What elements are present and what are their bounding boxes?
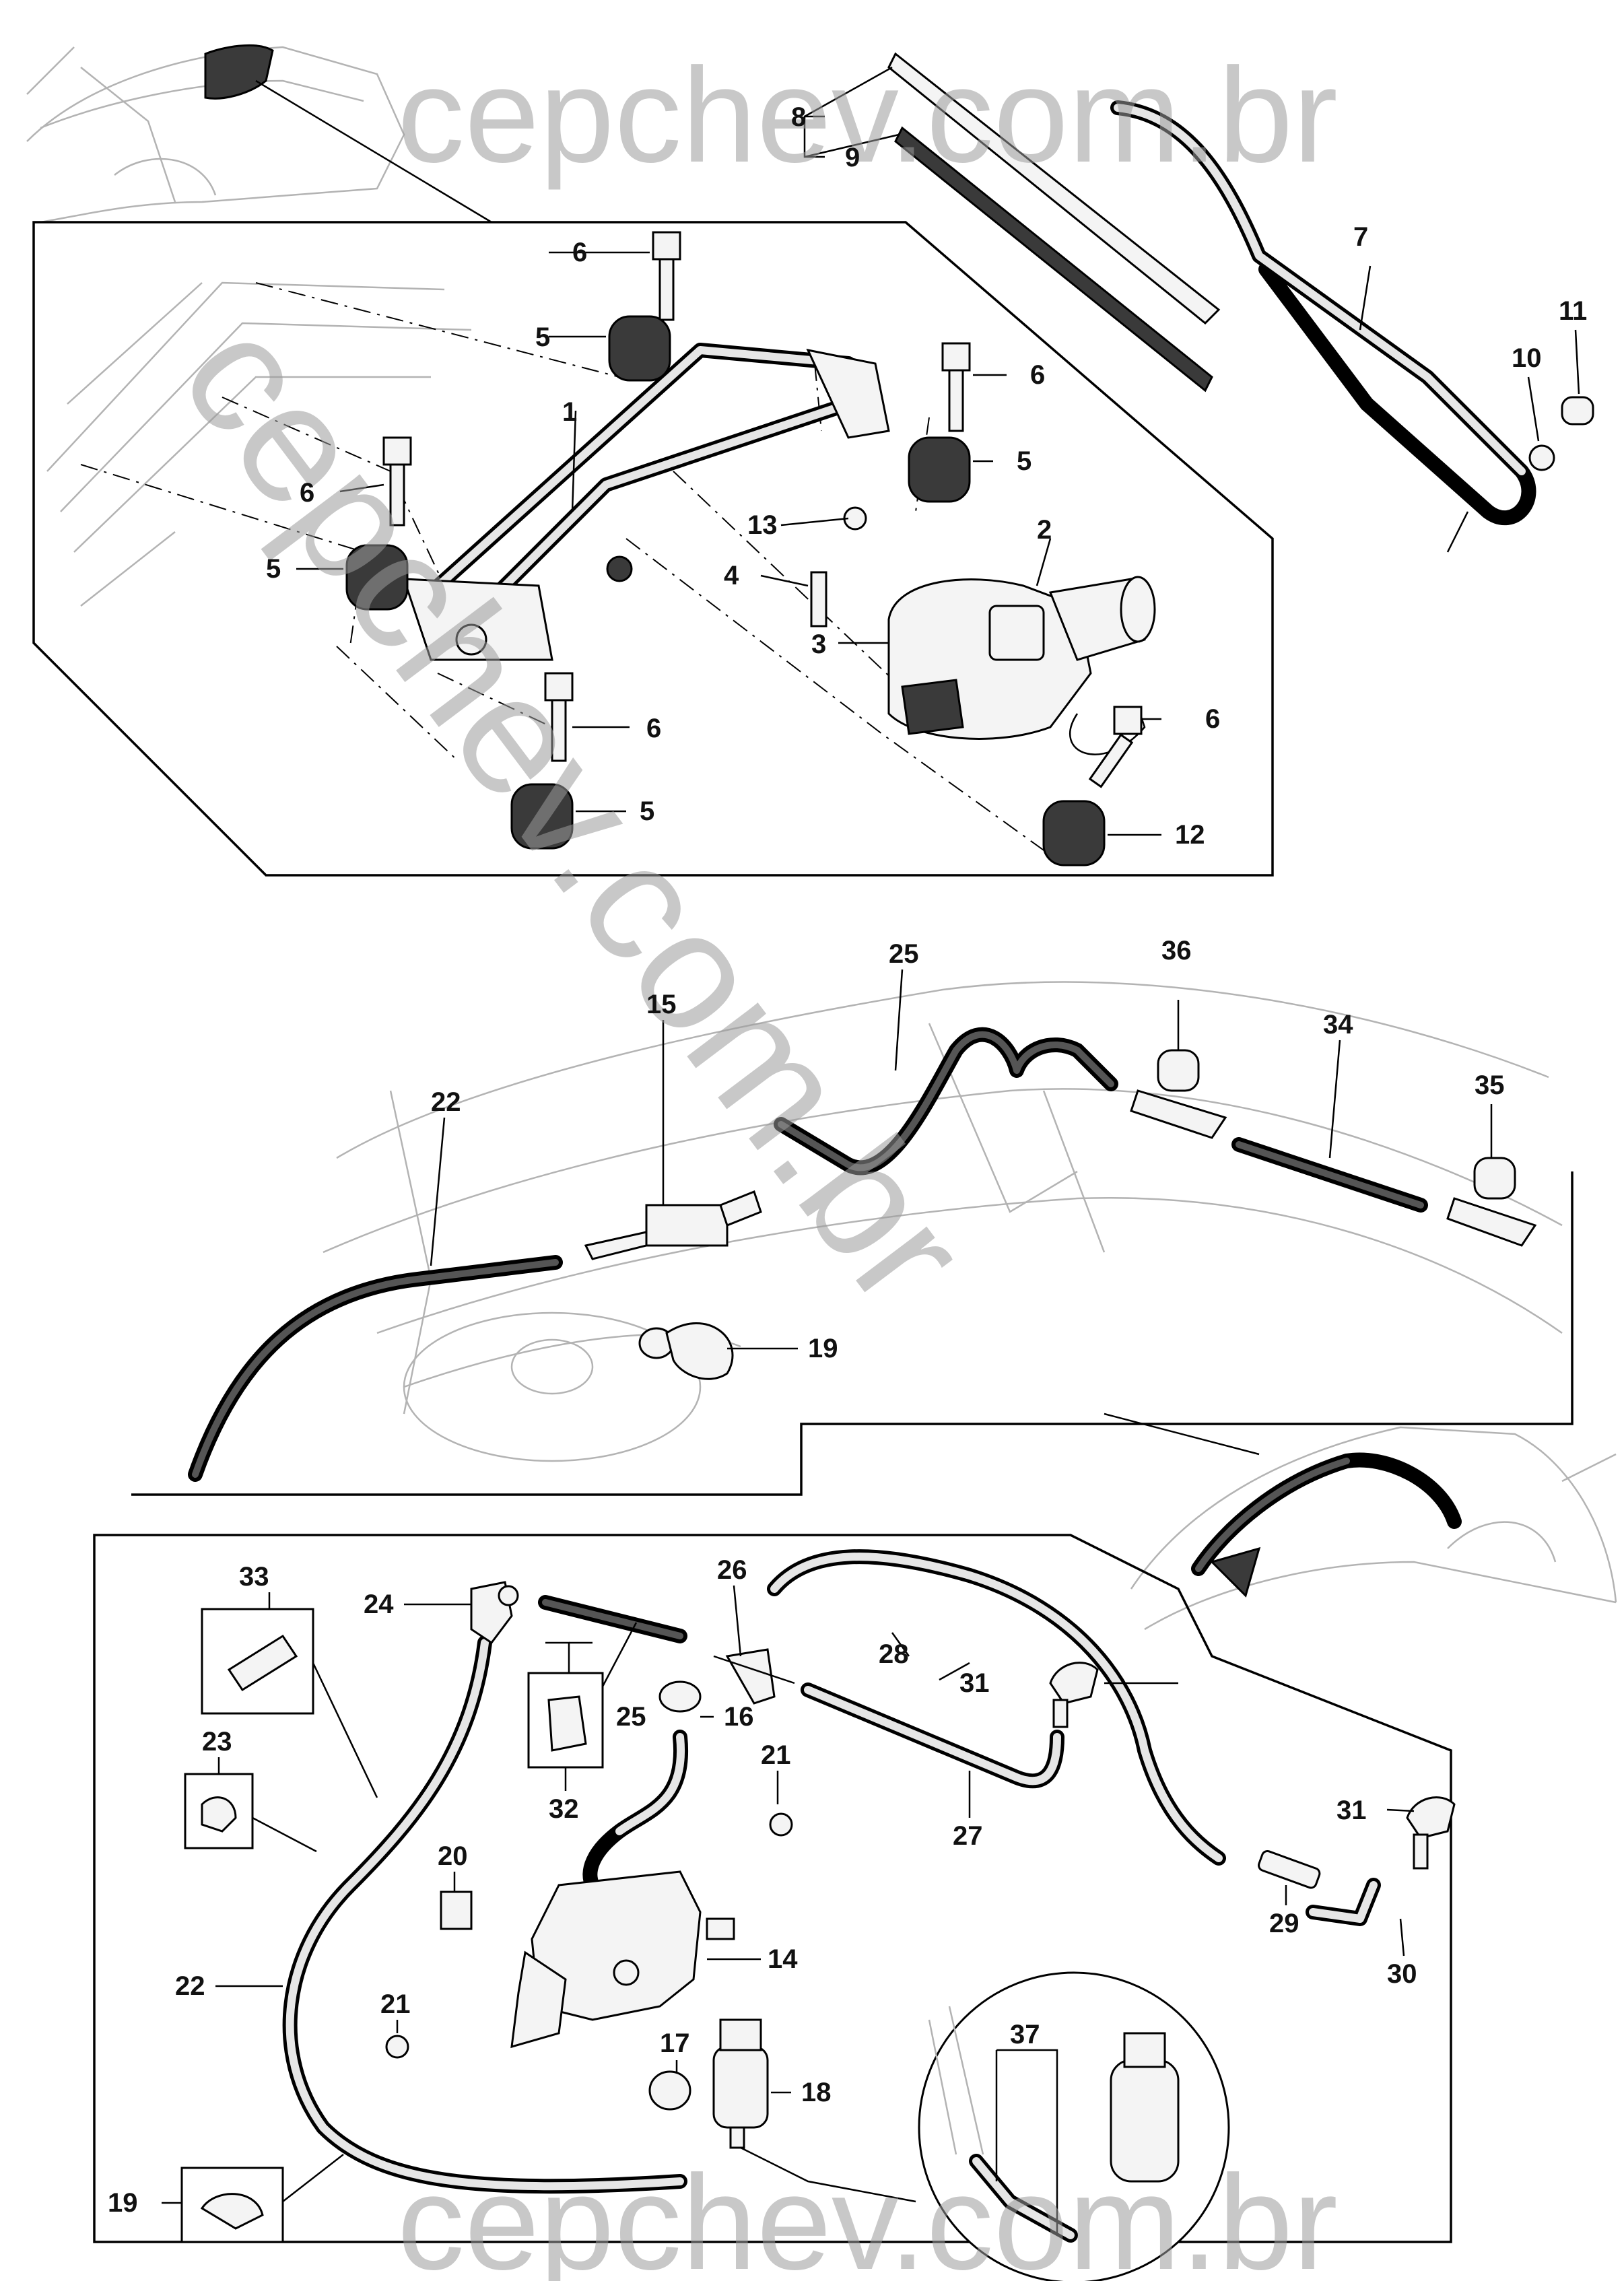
bolts [382, 231, 1143, 788]
callout-36: 36 [1161, 936, 1192, 965]
callout-22a: 22 [431, 1087, 461, 1117]
callout-35: 35 [1475, 1070, 1505, 1100]
callout-28: 28 [879, 1639, 909, 1669]
part-box-23 [184, 1773, 254, 1849]
rear-washer-section [131, 969, 1574, 1496]
nut-clip [440, 1891, 473, 1930]
callout-4: 4 [724, 561, 739, 590]
washer-nozzles [1049, 1662, 1456, 1870]
callout-25b: 25 [616, 1702, 646, 1732]
cowl-highlight [204, 44, 274, 100]
callout-29: 29 [1269, 1909, 1299, 1938]
grommets [345, 315, 1106, 866]
watermark-top: cepchev.com.br [397, 40, 1338, 191]
callout-3: 3 [811, 629, 826, 659]
part-box-19 [180, 2167, 284, 2243]
watermark-bottom: cepchev.com.br [397, 2148, 1338, 2281]
rear-hoses [188, 1027, 1428, 1482]
body-outline-inner [46, 281, 472, 607]
callout-21a: 21 [761, 1740, 791, 1770]
callout-11: 11 [1559, 296, 1587, 326]
frame-rear-washer [131, 1171, 1574, 1496]
callout-24: 24 [364, 1590, 394, 1619]
callout-7: 7 [1353, 222, 1368, 252]
wiper-linkage-section [26, 44, 1594, 877]
callout-19a: 19 [808, 1334, 838, 1363]
part-box-33 [201, 1608, 314, 1715]
callout-15: 15 [646, 990, 677, 1019]
frame-washer-reservoir [93, 1534, 1452, 2243]
leader-car-to-frame [255, 79, 492, 224]
body-outline-rear [323, 981, 1563, 1462]
rear-nozzles [1130, 1049, 1537, 1247]
leaders-top [296, 66, 1580, 836]
callout-18: 18 [801, 2078, 832, 2107]
callout-31a: 31 [959, 1668, 990, 1698]
washer-reservoir-section [93, 1534, 1456, 2281]
callout-21b: 21 [380, 1989, 411, 2019]
callout-20: 20 [438, 1841, 468, 1871]
callout-25a: 25 [889, 939, 919, 969]
wiper-blade-arm [887, 52, 1594, 553]
callout-9: 9 [845, 143, 860, 172]
pump-grommet [648, 2070, 691, 2111]
callout-1: 1 [562, 397, 577, 427]
washer-hoses [282, 1549, 1381, 2194]
frame-wiper-linkage [32, 221, 1274, 877]
callout-5c: 5 [266, 554, 281, 584]
callout-5b: 5 [1017, 446, 1031, 476]
callout-13: 13 [747, 510, 778, 540]
detail-view-pump [918, 1971, 1230, 2281]
wiper-linkage [402, 343, 890, 661]
fittings [470, 1581, 1321, 1889]
callout-6d: 6 [646, 714, 661, 743]
callout-17: 17 [660, 2029, 690, 2058]
callout-12: 12 [1175, 820, 1205, 850]
reservoir-cap [658, 1680, 702, 1713]
wiper-motor [810, 506, 1156, 755]
callout-26: 26 [717, 1555, 747, 1585]
callout-2: 2 [1037, 515, 1052, 545]
callout-22b: 22 [175, 1971, 205, 2001]
washer-pump [712, 2018, 769, 2149]
car-outline-front [1104, 1412, 1617, 1631]
callout-27: 27 [953, 1821, 983, 1851]
callout-5d: 5 [640, 796, 654, 826]
screw-lower [385, 2035, 409, 2059]
callout-19b: 19 [108, 2188, 138, 2218]
callout-14: 14 [768, 1944, 798, 1974]
callout-31b: 31 [1337, 1796, 1367, 1825]
callout-labels: 1 2 3 4 5 5 5 5 6 6 6 6 6 7 8 9 10 11 12… [108, 102, 1587, 2218]
in-line-connector [584, 1190, 762, 1260]
callout-6b: 6 [1030, 360, 1045, 390]
callout-10: 10 [1512, 343, 1542, 373]
leaders-middle [430, 969, 1493, 1350]
screw-upper [769, 1812, 793, 1837]
callout-16: 16 [724, 1702, 754, 1732]
callout-6c: 6 [300, 478, 314, 508]
callout-23: 23 [202, 1727, 232, 1757]
callout-6e: 6 [1205, 704, 1220, 734]
callout-37: 37 [1010, 2020, 1040, 2049]
callout-6a: 6 [572, 238, 587, 267]
callout-32: 32 [549, 1794, 579, 1824]
hose-clip-rear [638, 1322, 734, 1380]
callout-5a: 5 [535, 322, 550, 352]
callout-30: 30 [1387, 1959, 1417, 1989]
callout-34: 34 [1323, 1010, 1353, 1040]
leaders-bottom [162, 1585, 1415, 2204]
washer-reservoir [510, 1870, 735, 2049]
callout-8: 8 [791, 102, 806, 132]
callout-33: 33 [239, 1562, 269, 1592]
part-box-32 [527, 1672, 604, 1769]
